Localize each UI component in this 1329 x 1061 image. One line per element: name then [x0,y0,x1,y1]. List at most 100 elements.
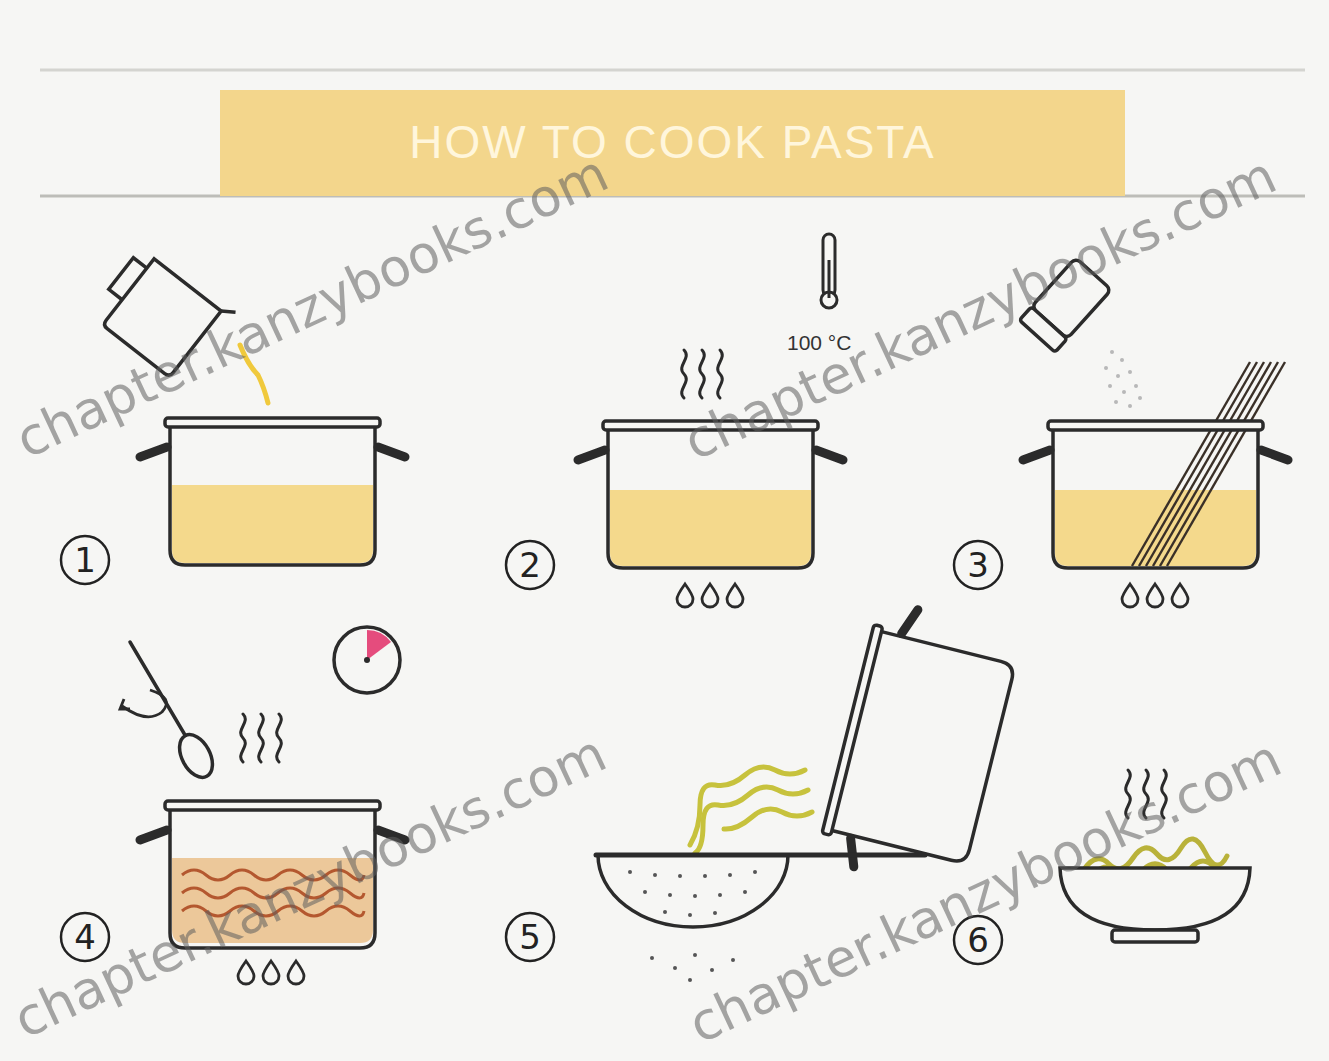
burner-flame [727,584,743,607]
colander [668,893,672,897]
cooking-pot [816,600,1023,893]
burner-flame [263,961,279,984]
step-number-text: 5 [504,911,556,963]
burner-flame [702,584,718,607]
steam [682,350,723,398]
colander [693,894,697,898]
salt-grains [1108,384,1112,388]
watermark: chapter.kanzybooks.com [5,723,615,1050]
water-fill [172,485,373,563]
step-number: 2 [504,539,556,591]
spaghetti [1167,362,1285,566]
salt-grains [1104,350,1142,408]
water-drips [710,968,714,972]
salt-grains [1128,370,1132,374]
burner-flame [1122,584,1188,607]
colander [663,910,667,914]
step-number: 1 [59,534,111,586]
spaghetti [1132,362,1250,566]
colander [628,870,632,874]
water-drips [693,953,697,957]
colander [653,873,657,877]
step-number: 5 [504,911,556,963]
salt-grains [1116,374,1120,378]
thermometer [828,260,831,298]
colander [728,873,732,877]
spaghetti [1160,362,1278,566]
step-number: 3 [952,539,1004,591]
timer [367,630,391,660]
cooking-pot [140,418,405,565]
title-band [40,69,1305,72]
burner-flame [1172,584,1188,607]
spaghetti [1146,362,1264,566]
colander [596,853,925,858]
salt-grains [1120,358,1124,362]
burner-flame [677,584,743,607]
salt-grains [1128,404,1132,408]
thermometer [821,234,837,308]
colander [718,893,722,897]
spaghetti [1132,362,1285,566]
pasta-pouring [724,809,812,829]
colander [643,890,647,894]
stirring-spoon [120,699,130,709]
step-number-text: 1 [59,534,111,586]
serving-bowl [1060,868,1250,942]
colander [598,855,788,927]
water-jug [109,258,147,300]
step-number-text: 2 [504,539,556,591]
cooking-pot [816,600,1023,893]
water-drips [650,953,735,982]
cooking-pot [140,418,405,565]
water-drips [688,978,692,982]
salt-grains [1110,350,1114,354]
spaghetti [1139,362,1257,566]
stirring-spoon [173,729,219,783]
water-fill [610,490,811,566]
burner-flame [238,961,254,984]
water-drips [673,966,677,970]
burner-flame [288,961,304,984]
colander [743,890,747,894]
serving-bowl [1112,930,1198,942]
colander [678,874,682,878]
salt-grains [1104,366,1108,370]
burner-flame [238,961,304,984]
salt-grains [1138,396,1142,400]
cooking-pot [1023,421,1288,568]
burner-flame [677,584,693,607]
burner-flame [1122,584,1138,607]
water-fill [610,490,811,566]
serving-bowl [1060,868,1250,930]
spaghetti [1153,362,1271,566]
colander [713,911,717,915]
burner-flame [1147,584,1163,607]
water-fill [1055,490,1256,566]
title-band [40,70,1305,196]
water-drips [650,956,654,960]
cooking-pot [1023,421,1288,568]
stirring-spoon [122,690,166,717]
title-band [220,90,1125,196]
colander [688,913,692,917]
salt-grains [1122,390,1126,394]
salt-grains [1134,384,1138,388]
timer [334,627,400,693]
title: HOW TO COOK PASTA [220,92,1125,192]
water-fill [1055,490,1256,566]
step-number-text: 3 [952,539,1004,591]
pasta-pouring [690,767,812,853]
steam [682,350,723,398]
timer [334,627,400,693]
salt-grains [1114,400,1118,404]
steam [241,714,282,762]
colander [703,874,707,878]
water-fill [172,485,373,563]
timer [364,657,370,663]
steam [241,714,282,762]
stirring-spoon [130,642,185,735]
stirring-spoon [120,642,219,783]
water-drips [731,958,735,962]
